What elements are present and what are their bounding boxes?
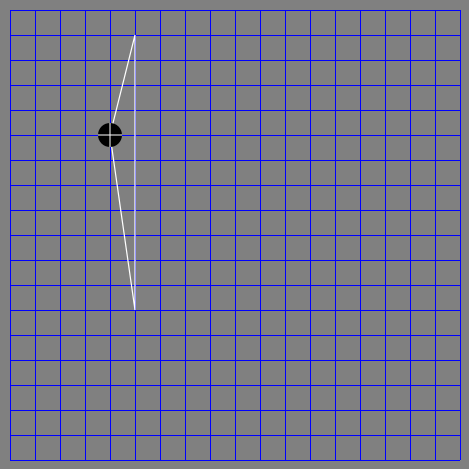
trajectory-layer: [109, 34, 136, 311]
trajectory-segment: [109, 34, 136, 136]
trajectory-segment: [109, 134, 136, 311]
ball-layer: [98, 123, 122, 147]
grid-layer: [10, 10, 461, 461]
